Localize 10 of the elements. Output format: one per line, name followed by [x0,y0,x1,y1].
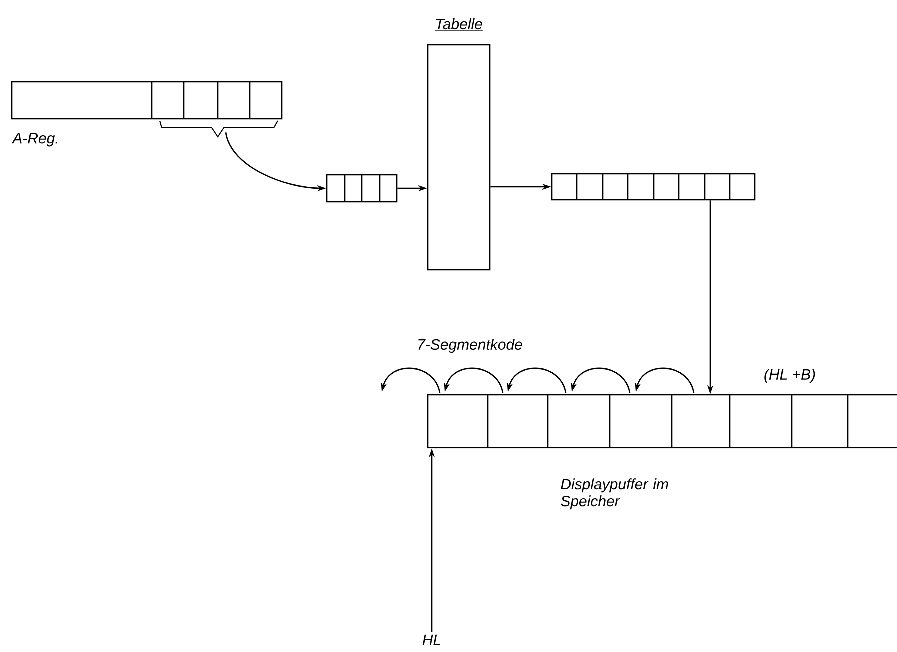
node-label: A-Reg. [12,133,58,147]
register-box: Displaypuffer im Speicher [427,394,897,510]
register-box: A-Reg. [11,81,283,147]
register-box [326,174,398,203]
table-box: Tabelle [427,18,491,271]
register-label: HL [422,634,441,646]
node-label: Displaypuffer im Speicher [561,478,668,510]
note-label: 7-Segmentkode [418,339,522,353]
node-label: Tabelle [436,18,482,30]
register-box [551,173,756,201]
